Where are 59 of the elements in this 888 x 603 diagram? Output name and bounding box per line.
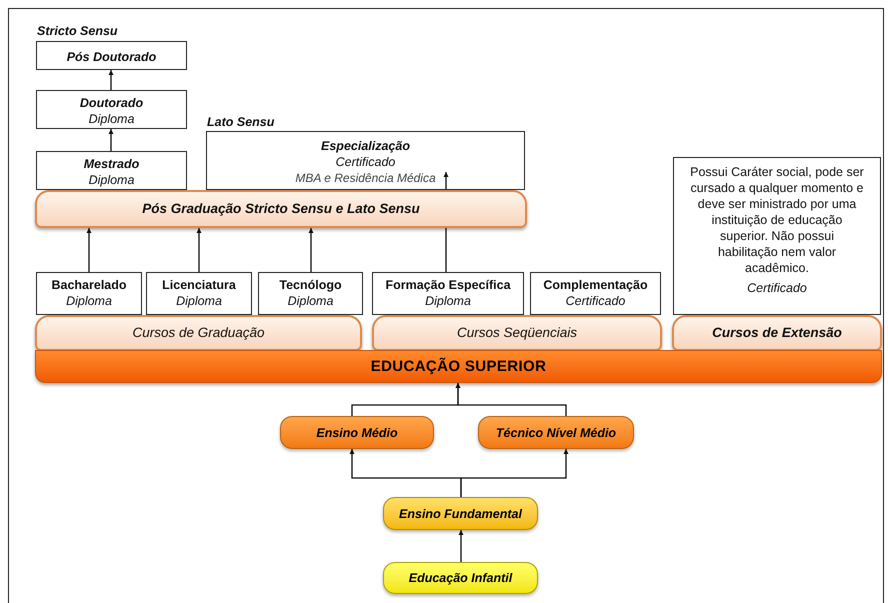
degree-box <box>36 41 187 70</box>
arrow <box>444 172 448 190</box>
course-box <box>36 272 142 315</box>
description-box <box>673 157 881 315</box>
node-subtitle: Diploma <box>66 293 112 309</box>
arrow <box>108 70 114 90</box>
arrow <box>86 228 92 272</box>
arrow <box>456 383 567 416</box>
node-subtitle: Diploma <box>88 111 134 127</box>
course-box <box>372 272 524 315</box>
school-level-box <box>280 416 434 449</box>
node-title: Cursos de Graduação <box>132 325 265 341</box>
arrow <box>460 449 568 497</box>
level-bar <box>35 350 882 383</box>
node-title: Pós Graduação Stricto Sensu e Lato Sensu <box>142 201 420 217</box>
node-title: Licenciatura <box>162 277 236 293</box>
node-subtitle: Certificado <box>747 280 807 296</box>
category-bar <box>35 315 362 351</box>
node-subtitle: MBA e Residência Médica <box>295 170 436 186</box>
node-title: Complementação <box>543 277 648 293</box>
node-subtitle: Diploma <box>425 293 471 309</box>
arrow <box>196 228 202 272</box>
level-bar <box>35 190 527 228</box>
section-heading: Lato Sensu <box>207 114 274 131</box>
school-level-box <box>478 416 634 449</box>
course-box <box>258 272 363 315</box>
node-title: Técnico Nível Médio <box>496 424 616 440</box>
node-subtitle: Diploma <box>88 172 134 188</box>
node-subtitle: Certificado <box>566 293 626 309</box>
arrow <box>308 228 314 272</box>
school-level-box <box>383 497 538 530</box>
node-title: Possui Caráter social, pode ser cursado a qualquer momento e deve ser ministrado por uma instituição de educação superior. Não possui habilitação nem valor acadêmico. <box>689 164 865 276</box>
node-title: Pós Doutorado <box>66 49 156 65</box>
node-title: Doutorado <box>80 95 144 111</box>
node-title: Ensino Médio <box>316 424 398 440</box>
node-title: Mestrado <box>84 156 140 172</box>
node-subtitle: Certificado <box>336 154 396 170</box>
node-subtitle: Diploma <box>288 293 334 309</box>
degree-box <box>36 90 187 129</box>
node-title: Cursos Seqüenciais <box>456 325 578 341</box>
node-title: Bacharelado <box>51 277 127 293</box>
node-title: Formação Específica <box>385 277 511 293</box>
degree-box <box>36 151 187 190</box>
node-title: Cursos de Extensão <box>712 325 842 341</box>
node-title: Educação Infantil <box>408 570 512 586</box>
node-title: EDUCAÇÃO SUPERIOR <box>370 358 546 374</box>
node-subtitle: Diploma <box>176 293 222 309</box>
node-title: Ensino Fundamental <box>399 506 522 522</box>
category-bar <box>372 315 662 351</box>
node-title: Tecnólogo <box>279 277 342 293</box>
course-box <box>146 272 252 315</box>
node-title: Especialização <box>321 138 410 154</box>
school-level-box <box>383 562 538 594</box>
arrow <box>108 129 114 151</box>
category-bar <box>672 315 882 351</box>
specialization-box <box>206 131 525 190</box>
arrow <box>458 530 464 562</box>
section-heading: Stricto Sensu <box>37 23 118 40</box>
course-box <box>530 272 661 315</box>
